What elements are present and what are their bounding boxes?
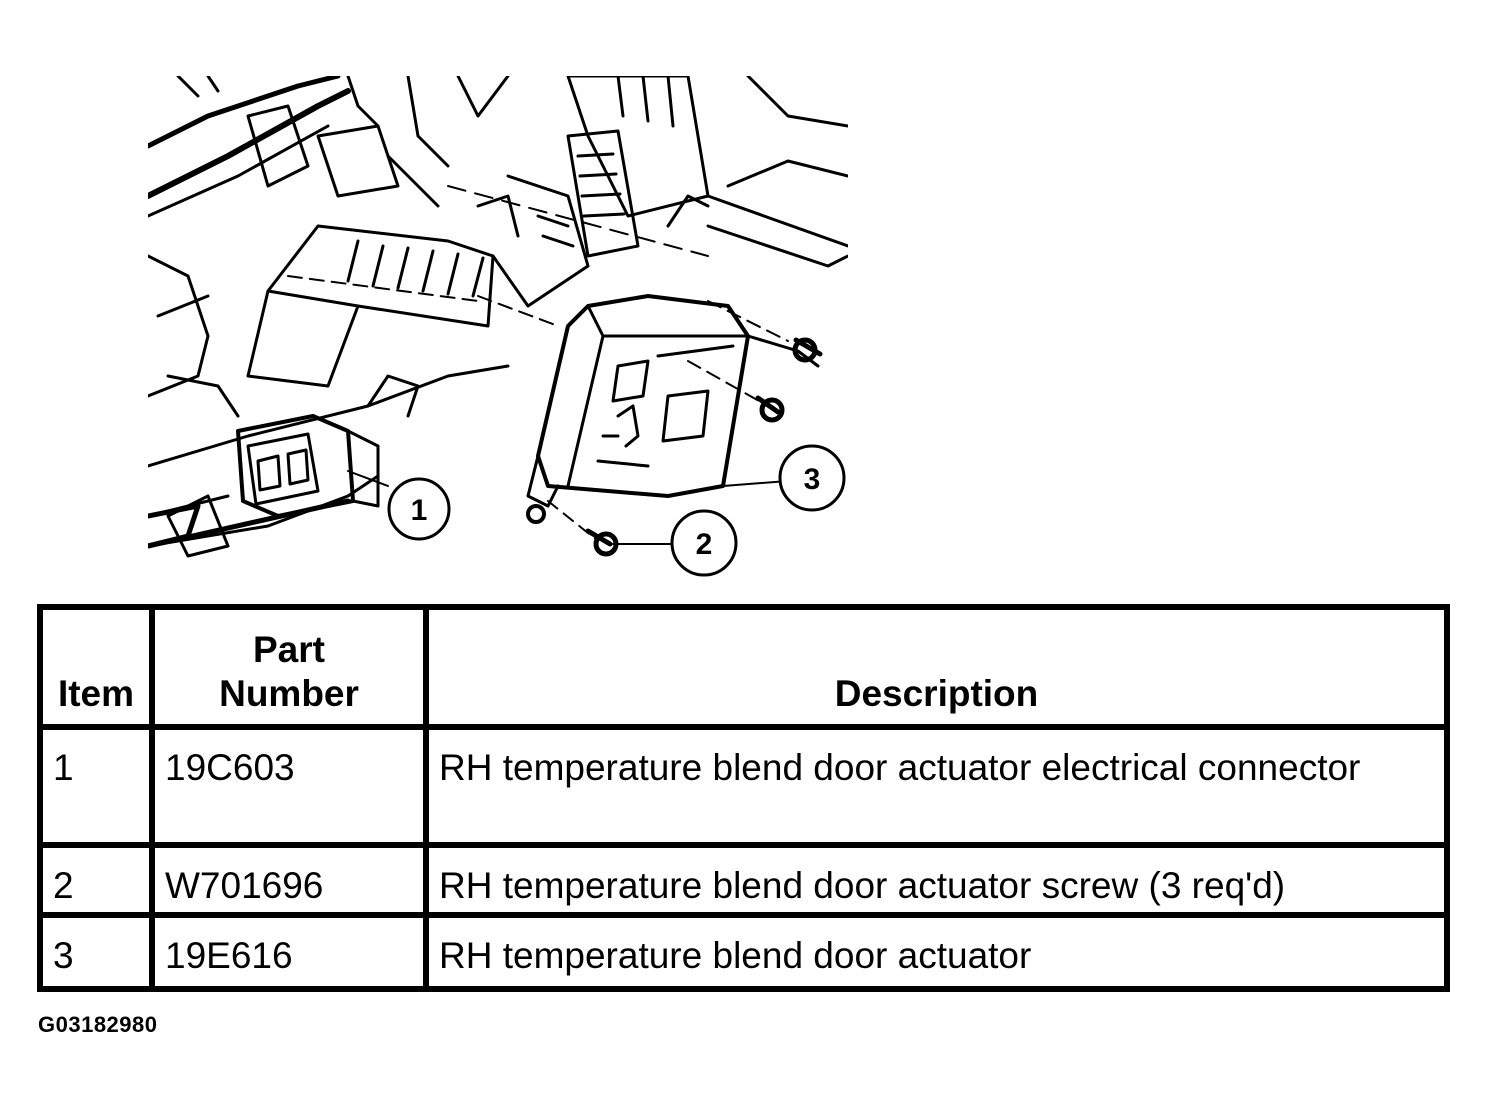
- callout-3-label: 3: [804, 463, 821, 496]
- cell-item: 2: [37, 842, 155, 918]
- table-row: 2 W701696 RH temperature blend door actu…: [37, 842, 1450, 918]
- dash-frame: [148, 76, 510, 418]
- cell-description: RH temperature blend door actuator: [423, 912, 1450, 992]
- callout-1-label: 1: [411, 494, 428, 527]
- callout-2-label: 2: [696, 528, 713, 561]
- duct-housing: [246, 174, 590, 388]
- header-description: Description: [423, 604, 1450, 730]
- cell-part-number: 19E616: [149, 912, 429, 992]
- table-row: 3 19E616 RH temperature blend door actua…: [37, 912, 1450, 992]
- header-part-line1: Part: [253, 629, 325, 670]
- header-item: Item: [37, 604, 155, 730]
- cell-description: RH temperature blend door actuator screw…: [423, 842, 1450, 918]
- cell-description: RH temperature blend door actuator elect…: [423, 724, 1450, 848]
- actuator-screws: [526, 337, 823, 557]
- callout-1: 1: [387, 477, 451, 541]
- cell-part-number: 19C603: [149, 724, 429, 848]
- figure-code: G03182980: [38, 1012, 158, 1037]
- lower-left-structure: [148, 364, 510, 558]
- cell-item: 3: [37, 912, 155, 992]
- cell-part-number: W701696: [149, 842, 429, 918]
- callout-2: 2: [670, 509, 738, 577]
- cell-item: 1: [37, 724, 155, 848]
- electrical-connector: [236, 414, 380, 518]
- callout-3: 3: [778, 444, 846, 512]
- table-row: 1 19C603 RH temperature blend door actua…: [37, 724, 1450, 848]
- upper-right-block: [447, 76, 848, 268]
- actuator-illustration: 1 2 3: [148, 76, 848, 577]
- header-part-line2: Number: [219, 673, 359, 714]
- blend-door-actuator: [477, 294, 820, 542]
